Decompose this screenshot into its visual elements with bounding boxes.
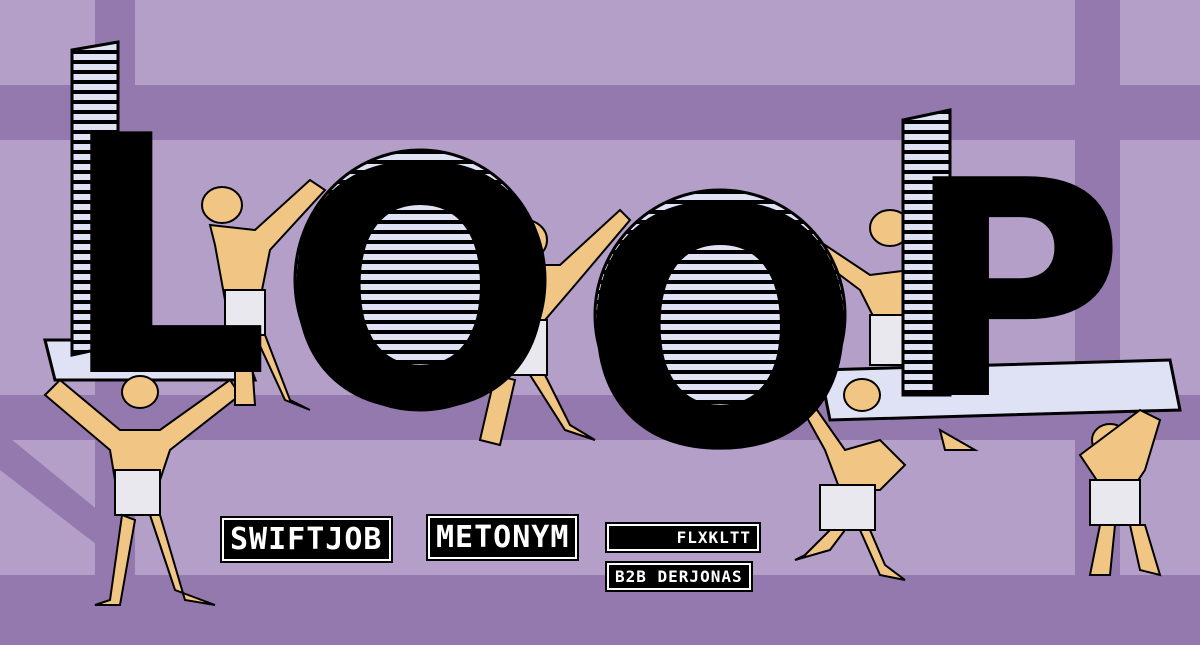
left-brace <box>0 430 110 555</box>
letter-o-2: O <box>580 139 861 523</box>
o1-depth <box>293 148 547 412</box>
letter-o-1: O <box>280 99 561 483</box>
p-depth <box>901 108 952 397</box>
l-depth <box>70 40 120 357</box>
worker-figure <box>43 375 242 606</box>
letter-p: P <box>905 117 1125 466</box>
o2-depth <box>593 188 847 442</box>
floor-beam <box>0 575 1200 645</box>
workers <box>43 178 1162 606</box>
lineup-artist-metonym: METONYM <box>425 514 580 561</box>
lineup-artist-flxkltt: FLXKLTT <box>605 522 761 553</box>
lineup-artist-b2b-derjonas: B2B DERJONAS <box>605 561 753 592</box>
lineup-artist-swiftjob: SWIFTJOB <box>220 516 393 563</box>
title-letters: L O O P <box>60 66 1125 523</box>
worker-figure <box>794 378 907 581</box>
worker-figure <box>201 178 327 411</box>
worker-figure <box>1078 408 1162 577</box>
top-beam <box>0 85 1200 140</box>
letter-l: L <box>60 66 270 450</box>
letter-depth <box>70 40 952 442</box>
